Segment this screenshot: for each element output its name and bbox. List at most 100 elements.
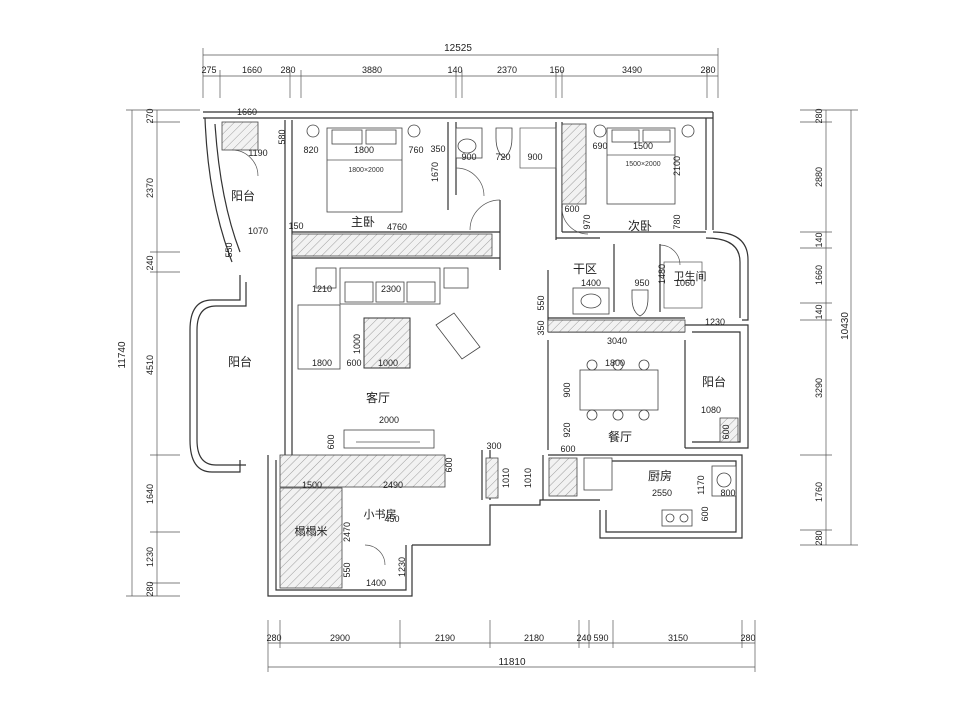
dim-2550: 2550: [652, 488, 672, 498]
left-dim-1: 270: [145, 108, 155, 123]
dim-2300: 2300: [381, 284, 401, 294]
dim-550-st: 550: [342, 562, 352, 577]
bottom-dim-4: 2180: [524, 633, 544, 643]
dim-350: 350: [430, 144, 445, 154]
dry-area-basin: [572, 287, 610, 315]
dim-1660-top: 1660: [237, 107, 257, 117]
dim-1480: 1480: [657, 264, 667, 284]
dim-1170: 1170: [696, 475, 706, 494]
left-total-dim: 11740: [117, 341, 128, 369]
right-dim-5: 140: [814, 304, 824, 319]
dim-1670: 1670: [430, 162, 440, 182]
dim-1010a: 1010: [501, 468, 511, 488]
nw-balcony-label: 阳台: [231, 188, 255, 203]
right-segment-dims: 280 2880 140 1660 140 3290 1760 280: [814, 108, 824, 545]
bottom-dim-1: 280: [266, 633, 281, 643]
east-balcony-label: 阳台: [702, 374, 726, 389]
dim-900-dn: 900: [562, 382, 572, 397]
dim-600-lr: 600: [346, 358, 361, 368]
left-dim-7: 280: [145, 581, 155, 596]
top-dim-2: 1660: [242, 65, 262, 75]
dim-550-dry: 550: [536, 295, 546, 310]
west-balcony-label: 阳台: [228, 354, 252, 369]
right-dim-4: 1660: [814, 265, 824, 285]
dim-950: 950: [634, 278, 649, 288]
master-bedroom-label: 主卧: [351, 215, 375, 229]
left-segment-dims: 270 2370 240 4510 1640 1230 280: [145, 108, 155, 596]
dim-1060: 1060: [675, 278, 695, 288]
dim-1800-dn: 1800: [605, 358, 625, 368]
dim-600-k2: 600: [700, 506, 710, 521]
right-dim-3: 140: [814, 232, 824, 247]
dim-1070: 1070: [248, 226, 268, 236]
dry-area-label: 干区: [573, 262, 597, 276]
dim-800: 800: [720, 488, 735, 498]
dim-970: 970: [582, 214, 592, 229]
dim-2490: 2490: [383, 480, 403, 490]
dim-master-bed: 1800×2000: [348, 167, 383, 174]
dining-table: [579, 359, 659, 421]
top-dim-7: 150: [549, 65, 564, 75]
right-dim-7: 1760: [814, 482, 824, 502]
right-dim-8: 280: [814, 530, 824, 545]
living-sofa: [297, 267, 481, 370]
exterior-walls: [189, 111, 749, 597]
tatami-label: 榻榻米: [295, 524, 328, 538]
door-swings: [231, 149, 681, 566]
dim-580: 580: [277, 129, 287, 144]
top-dim-4: 3880: [362, 65, 382, 75]
bottom-total-dim: 11810: [498, 657, 526, 668]
top-segment-dims: 275 1660 280 3880 140 2370 150 3490 280: [201, 65, 715, 75]
right-dim-1: 280: [814, 108, 824, 123]
dim-600-k: 600: [560, 444, 575, 454]
right-dim-2: 2880: [814, 167, 824, 187]
second-bed: [593, 124, 695, 205]
bottom-dim-3: 2190: [435, 633, 455, 643]
left-dim-4: 4510: [145, 355, 155, 375]
dim-1500-st: 1500: [302, 480, 322, 490]
top-dim-6: 2370: [497, 65, 517, 75]
dim-690: 690: [592, 141, 607, 151]
dim-2100: 2100: [672, 156, 682, 176]
dim-600-st: 600: [444, 457, 454, 472]
wardrobes: [221, 121, 739, 589]
dim-1400-dry: 1400: [581, 278, 601, 288]
dim-760: 760: [408, 145, 423, 155]
second-bedroom-label: 次卧: [628, 219, 652, 233]
kitchen-fixtures: [583, 457, 737, 527]
top-dim-3: 280: [280, 65, 295, 75]
dining-room-label: 餐厅: [608, 429, 632, 444]
dim-780: 780: [672, 214, 682, 229]
dim-820: 820: [303, 145, 318, 155]
dim-second-bed: 1500×2000: [625, 161, 660, 168]
dim-1080: 1080: [701, 405, 721, 415]
right-dimension-lines: [800, 109, 858, 546]
dim-1230: 1230: [705, 317, 725, 327]
bottom-dimension-lines: [267, 620, 756, 672]
dim-1800-lr: 1800: [312, 358, 332, 368]
master-bed: [306, 124, 421, 213]
right-dim-6: 3290: [814, 378, 824, 398]
bathroom-fixtures: [631, 261, 703, 317]
bottom-dim-6: 590: [593, 633, 608, 643]
left-dimension-lines: [126, 109, 200, 597]
dim-600-sb: 600: [564, 204, 579, 214]
dim-1010b: 1010: [523, 468, 533, 488]
bottom-dim-8: 280: [740, 633, 755, 643]
left-dim-2: 2370: [145, 178, 155, 198]
inner-dimensions: 1660 1190 580 1070 550 820 1800 760 1670…: [224, 107, 736, 588]
dim-900b: 900: [527, 152, 542, 162]
dim-1190: 1190: [248, 148, 267, 158]
living-room-label: 客厅: [366, 390, 390, 405]
dim-350-dry: 350: [536, 320, 546, 335]
dim-4760: 4760: [387, 222, 407, 232]
dim-900a: 900: [461, 152, 476, 162]
dim-1230-st: 1230: [397, 557, 407, 577]
dim-1400-st: 1400: [366, 578, 386, 588]
bottom-dim-2: 2900: [330, 633, 350, 643]
dim-720: 720: [495, 152, 510, 162]
bottom-dim-5: 240: [576, 633, 591, 643]
kitchen-label: 厨房: [648, 468, 672, 483]
dim-450: 450: [384, 514, 399, 524]
left-dim-5: 1640: [145, 484, 155, 504]
